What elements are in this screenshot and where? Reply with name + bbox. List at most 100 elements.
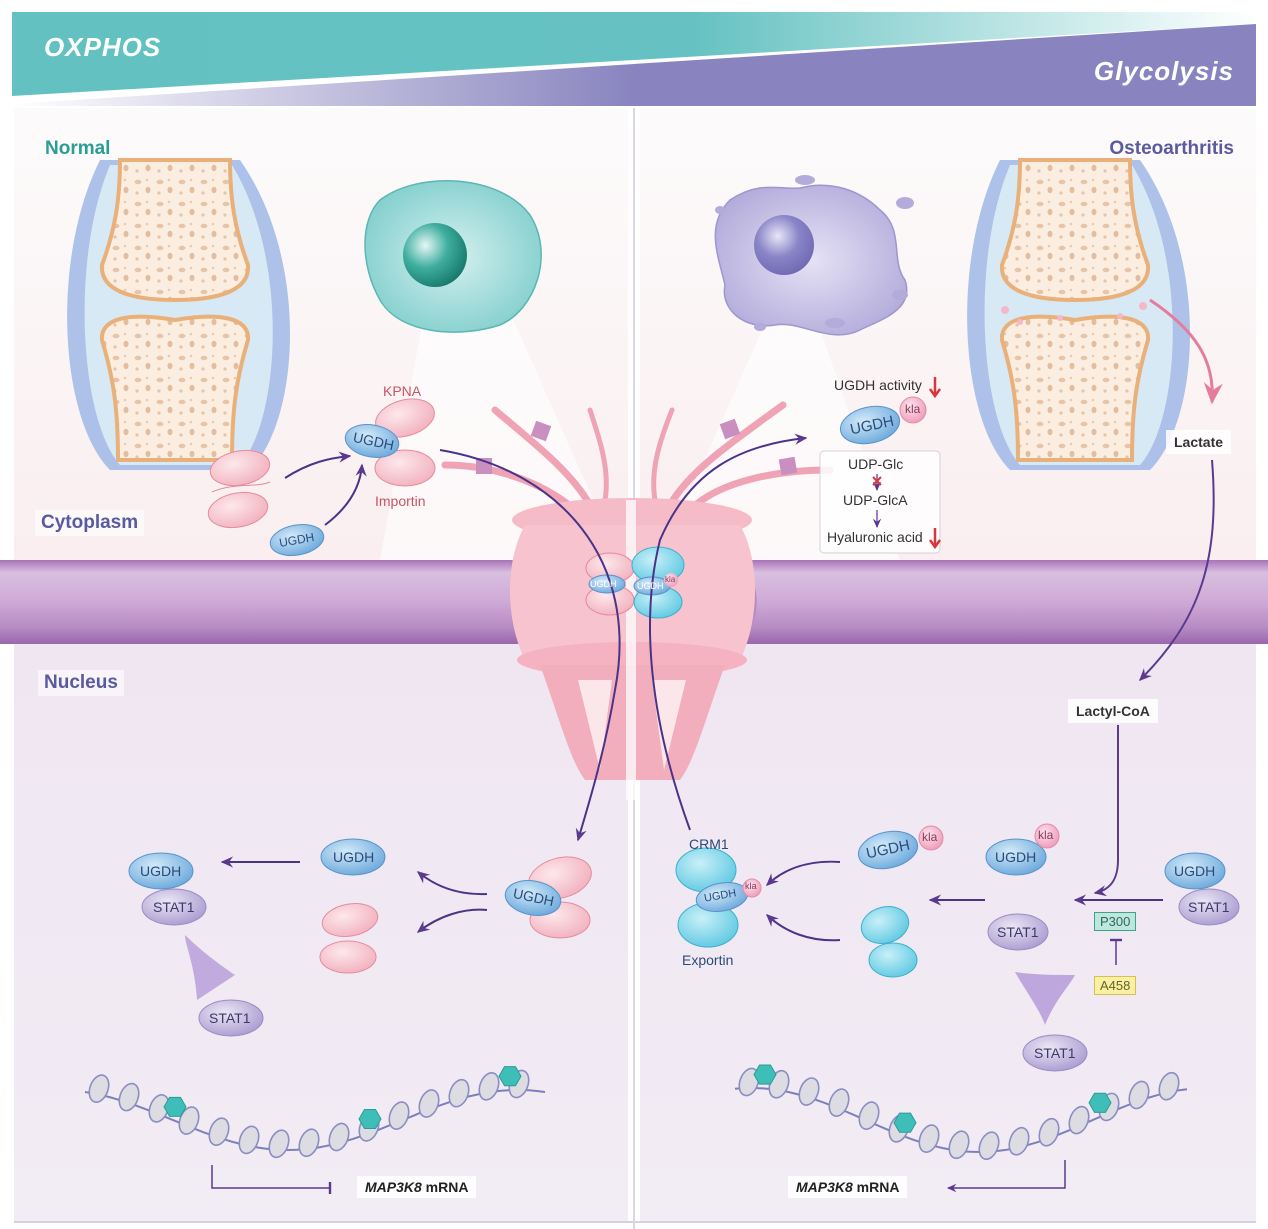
a458-tag: A458 <box>1094 976 1137 995</box>
normal-free-stat1 <box>198 999 264 1037</box>
oa-gene-name: MAP3K8 <box>796 1179 853 1195</box>
oa-mrna-suffix: mRNA <box>852 1179 900 1195</box>
nucleosome <box>388 1101 410 1130</box>
nucleosome <box>268 1129 290 1159</box>
normal-mrna-suffix: mRNA <box>421 1179 469 1195</box>
nuclear-kla-2-label: kla <box>1038 828 1054 842</box>
nucleosome <box>1038 1117 1060 1147</box>
release-ugdh-arrow <box>416 871 488 896</box>
normal-title: Normal <box>45 138 111 159</box>
nucleosome <box>448 1078 470 1108</box>
nucleosome <box>1128 1080 1150 1110</box>
acetyl-mark-hexagon-icon <box>498 1066 522 1087</box>
cytoplasmic-ugdh-kla <box>839 396 927 445</box>
pore-importin-complex <box>585 552 635 616</box>
acetyl-mark-hexagon-icon <box>358 1109 382 1129</box>
normal-gene-name: MAP3K8 <box>365 1179 422 1195</box>
nuclear-exportin-free <box>860 906 918 978</box>
normal-complex-ugdh-label: UGDH <box>140 863 182 879</box>
transcription-activation-arrow <box>946 1160 1066 1193</box>
nuclear-ugdh-kla-1 <box>857 825 944 870</box>
osteoarthritis-title: Osteoarthritis <box>1109 138 1234 159</box>
importin-ugdh-complex <box>344 398 436 487</box>
nuclear-free-ugdh-label: UGDH <box>333 849 375 865</box>
lactylation-arrow <box>1093 725 1119 897</box>
oa-complex-stat1 <box>1178 888 1240 926</box>
blocked-reaction-x-icon <box>872 476 882 486</box>
oa-free-stat1 <box>987 913 1049 951</box>
exportin-label: Exportin <box>682 952 734 968</box>
lactate-label: Lactate <box>1166 430 1232 454</box>
nucleosome <box>418 1089 440 1118</box>
oa-chondrocyte-cell <box>714 175 914 336</box>
nucleosome <box>298 1128 320 1158</box>
nuclear-free-ugdh <box>320 838 386 876</box>
chromatin-normal <box>84 1066 546 1159</box>
crm1-label: CRM1 <box>689 836 729 852</box>
normal-chondrocyte-cell <box>364 179 542 333</box>
exportin-kla-label: kla <box>745 881 757 891</box>
nuclear-envelope-right <box>738 560 1268 644</box>
nucleosome <box>328 1122 350 1152</box>
oxphos-label: OXPHOS <box>44 32 162 62</box>
oa-complex-stat1-label: STAT1 <box>1188 899 1230 915</box>
free-ugdh-cytoplasm <box>269 524 325 556</box>
nucleosome <box>1008 1126 1030 1156</box>
importin-binding-arrow <box>284 451 352 479</box>
metabolic-pathway-box <box>819 450 941 554</box>
acetyl-mark-hexagon-icon <box>1088 1092 1112 1113</box>
nucleosome <box>798 1077 820 1106</box>
oa-complex-ugdh <box>1164 852 1226 890</box>
nuclear-envelope-left <box>0 560 530 644</box>
ugdh-binding-arrow <box>324 463 367 526</box>
nucleosome <box>948 1130 970 1160</box>
nucleosome <box>1158 1071 1180 1101</box>
nucleus-normal-panel <box>14 640 628 1222</box>
nucleosome <box>478 1071 500 1101</box>
oa-joint-illustration <box>967 158 1223 470</box>
exportin-binding-arrow-2 <box>765 914 841 942</box>
nucleosome <box>918 1124 940 1153</box>
nucleosome <box>208 1117 230 1146</box>
nucleus-label: Nucleus <box>38 670 124 696</box>
pore-left-ugdh-label: UGDH <box>590 579 617 589</box>
nuclear-free-importin <box>319 903 379 974</box>
glycolysis-label: Glycolysis <box>1093 56 1234 86</box>
nucleosome <box>978 1131 1000 1161</box>
free-importin <box>207 449 271 529</box>
nucleosome <box>118 1082 140 1112</box>
nucleosome <box>238 1125 260 1155</box>
nucleosome <box>738 1067 760 1097</box>
nuclear-exportin-ugdh-kla-complex <box>675 847 762 948</box>
oxphos-band <box>12 12 1256 96</box>
nuclear-ugdh-kla-2 <box>985 823 1060 876</box>
lactate-release-arrow <box>1149 298 1223 405</box>
glycolysis-band <box>12 24 1256 106</box>
udp-glca-label: UDP-GlcA <box>843 492 908 508</box>
transcription-inhibition-bar <box>211 1165 332 1194</box>
stat1-translocation-wedge <box>1015 972 1075 1025</box>
stat1-binding-wedge <box>185 935 235 1000</box>
chromatin-stat1-label: STAT1 <box>1034 1045 1076 1061</box>
normal-complex-ugdh <box>128 852 194 890</box>
lactyl-coa-label: Lactyl-CoA <box>1068 699 1158 723</box>
normal-free-stat1-label: STAT1 <box>209 1010 251 1026</box>
cytoplasmic-kla-label: kla <box>905 402 921 416</box>
hyaluronic-acid-label: Hyaluronic acid <box>827 529 923 545</box>
ugdh-activity-label: UGDH activity <box>834 377 922 393</box>
udp-glc-label: UDP-Glc <box>848 456 904 472</box>
nucleosome <box>828 1088 850 1117</box>
nucleosome <box>178 1106 200 1135</box>
nuclear-ugdh-kla-2-label: UGDH <box>995 849 1037 865</box>
chromatin-oa <box>734 1064 1188 1161</box>
oa-free-stat1-label: STAT1 <box>997 924 1039 940</box>
chromatin-bound-stat1 <box>1022 1034 1088 1072</box>
nuclear-importin-ugdh-complex <box>504 856 592 939</box>
oa-complex-ugdh-label: UGDH <box>1174 863 1216 879</box>
nuclear-pore-complex <box>441 401 834 800</box>
cytoplasm-label: Cytoplasm <box>35 510 145 536</box>
nucleosome <box>1068 1105 1090 1135</box>
normal-complex-stat1 <box>141 888 207 926</box>
export-trajectory-arrow <box>649 433 808 831</box>
